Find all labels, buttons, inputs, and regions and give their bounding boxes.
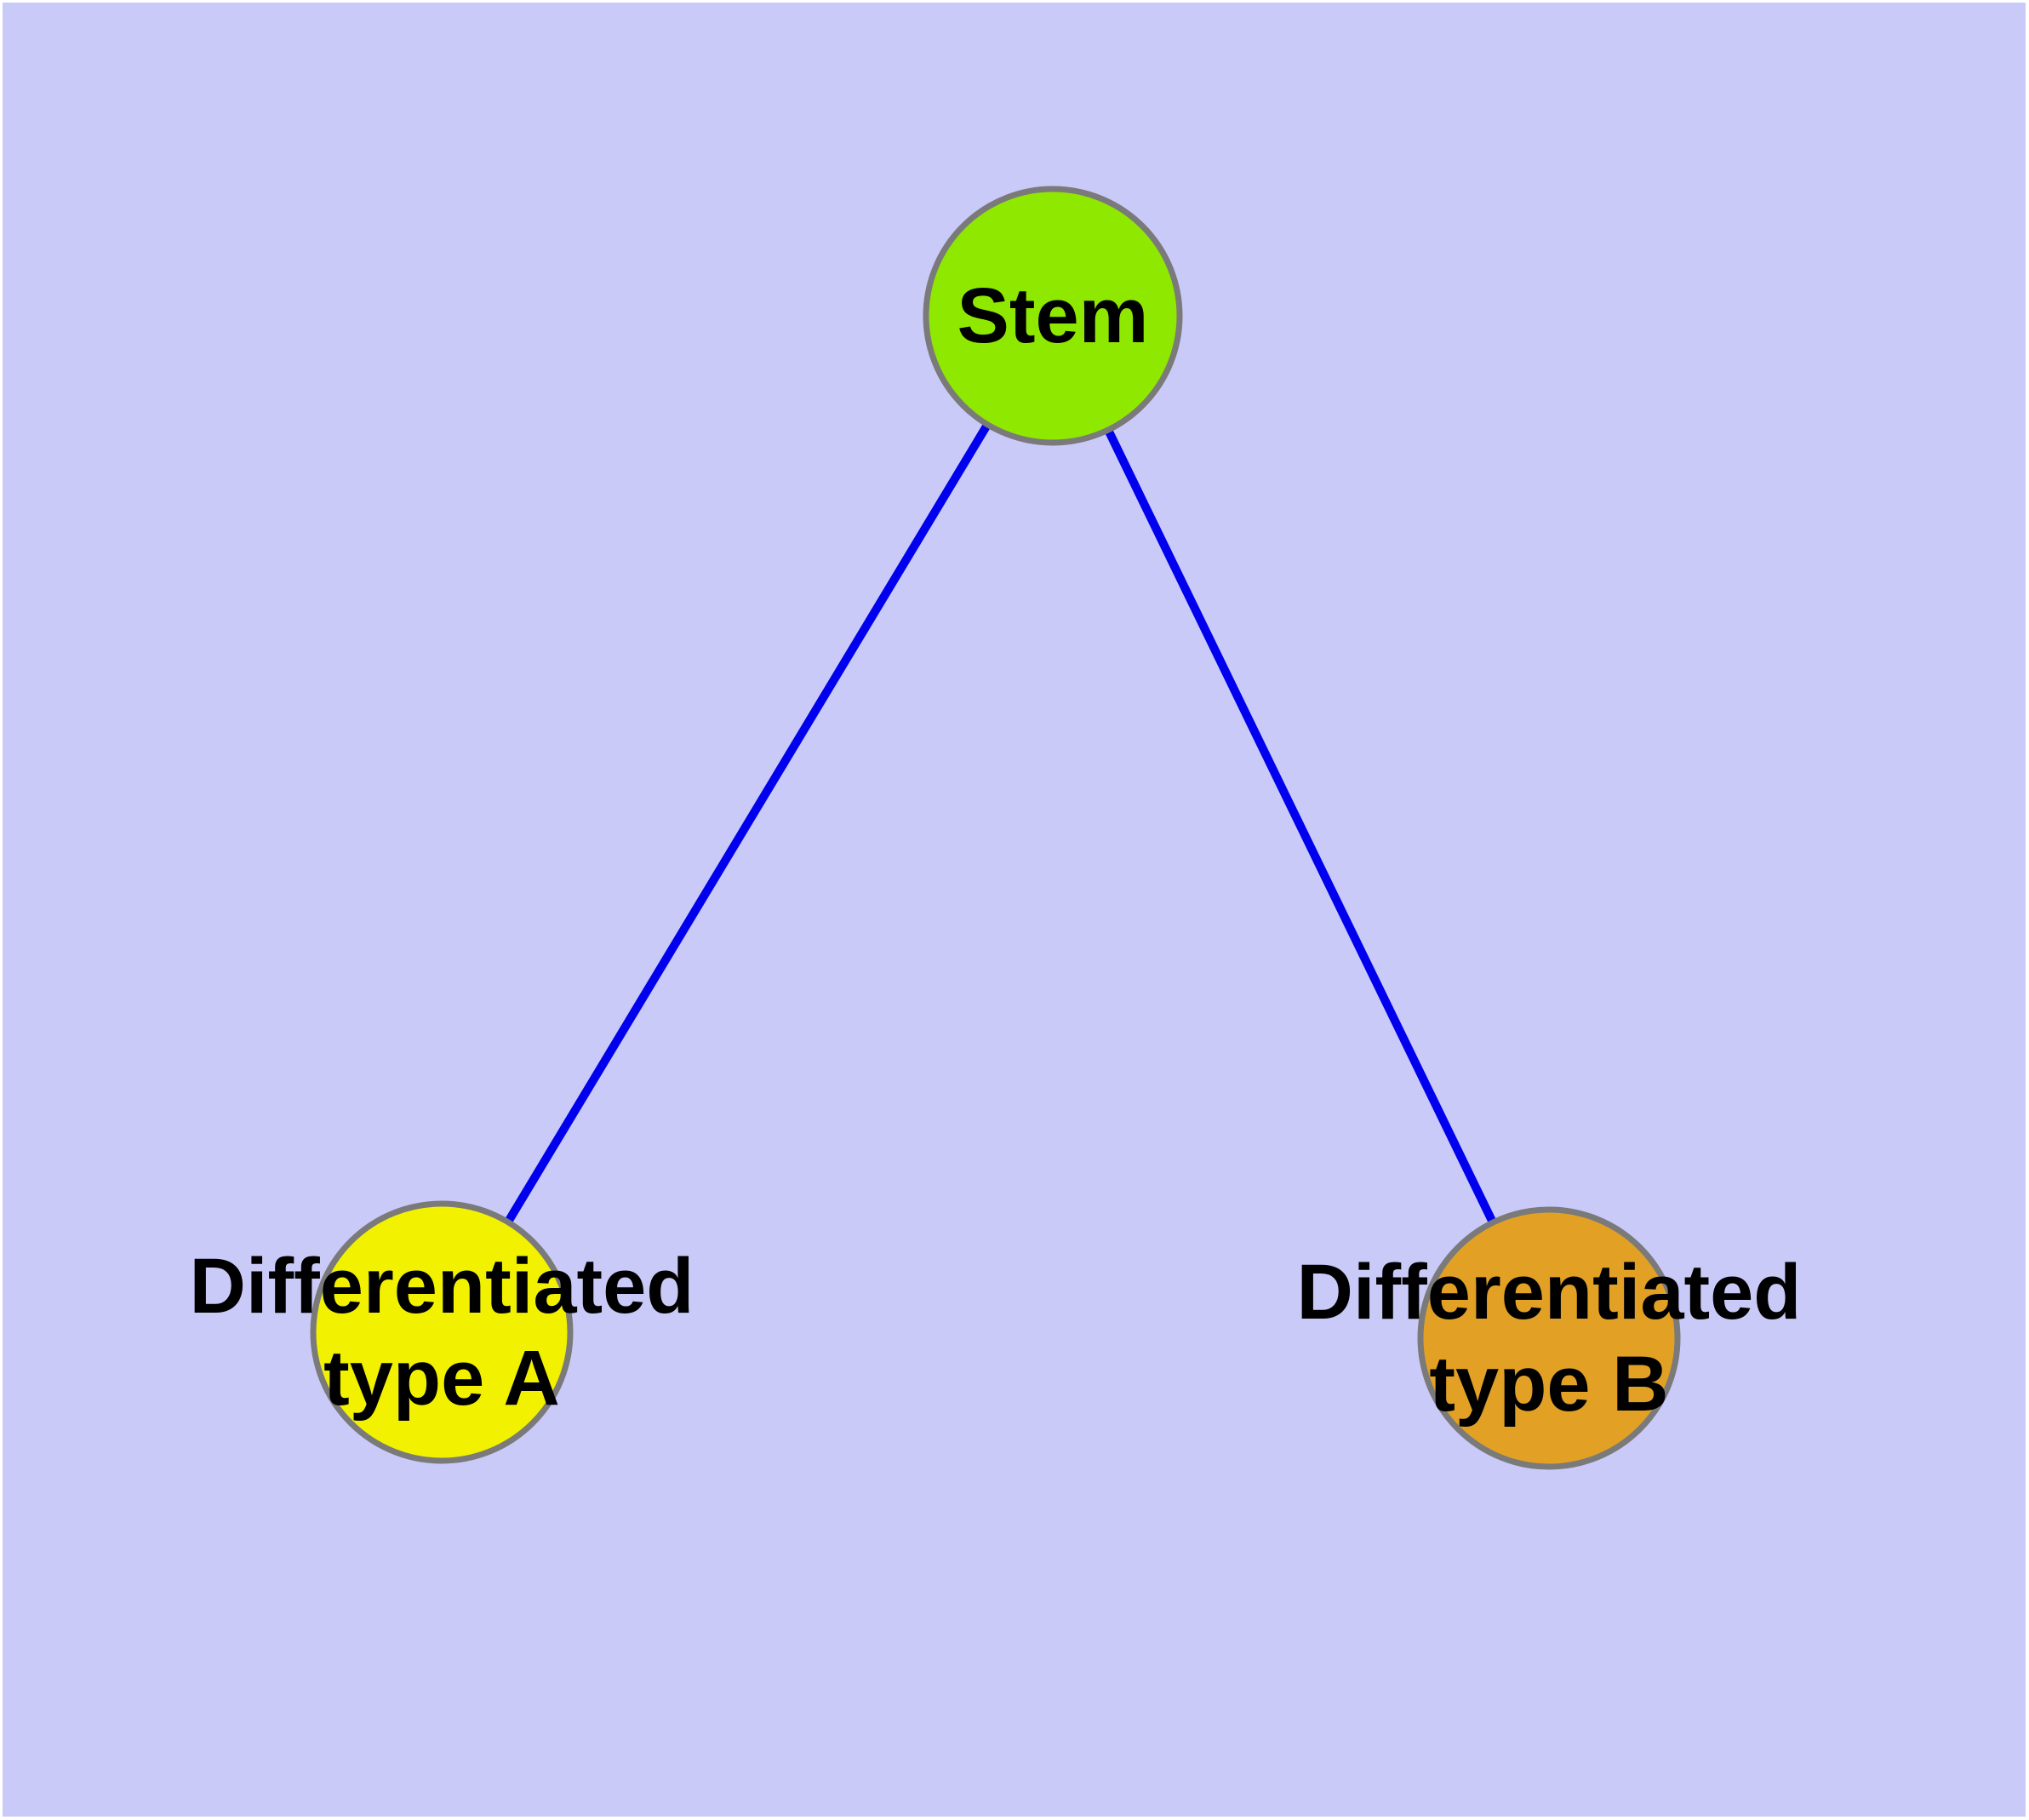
node-type-a-circle bbox=[310, 1200, 574, 1464]
node-type-b-label-line1: Differentiated bbox=[1297, 1249, 1802, 1336]
node-type-a-label-line1: Differentiated bbox=[190, 1243, 694, 1330]
graph-canvas: Stem Differentiated type A Differentiate… bbox=[3, 3, 2026, 1817]
cell-differentiation-graph: Stem Differentiated type A Differentiate… bbox=[190, 186, 1802, 1470]
node-stem-circle bbox=[923, 186, 1183, 446]
edge-stem-to-type-a bbox=[437, 313, 1057, 1335]
node-stem-label: Stem bbox=[957, 272, 1149, 359]
node-type-a-label-line2: type A bbox=[323, 1335, 560, 1422]
node-type-b-label-line2: type B bbox=[1429, 1341, 1668, 1428]
edge-stem-to-type-b bbox=[1049, 313, 1553, 1341]
node-type-b-circle bbox=[1417, 1206, 1681, 1470]
